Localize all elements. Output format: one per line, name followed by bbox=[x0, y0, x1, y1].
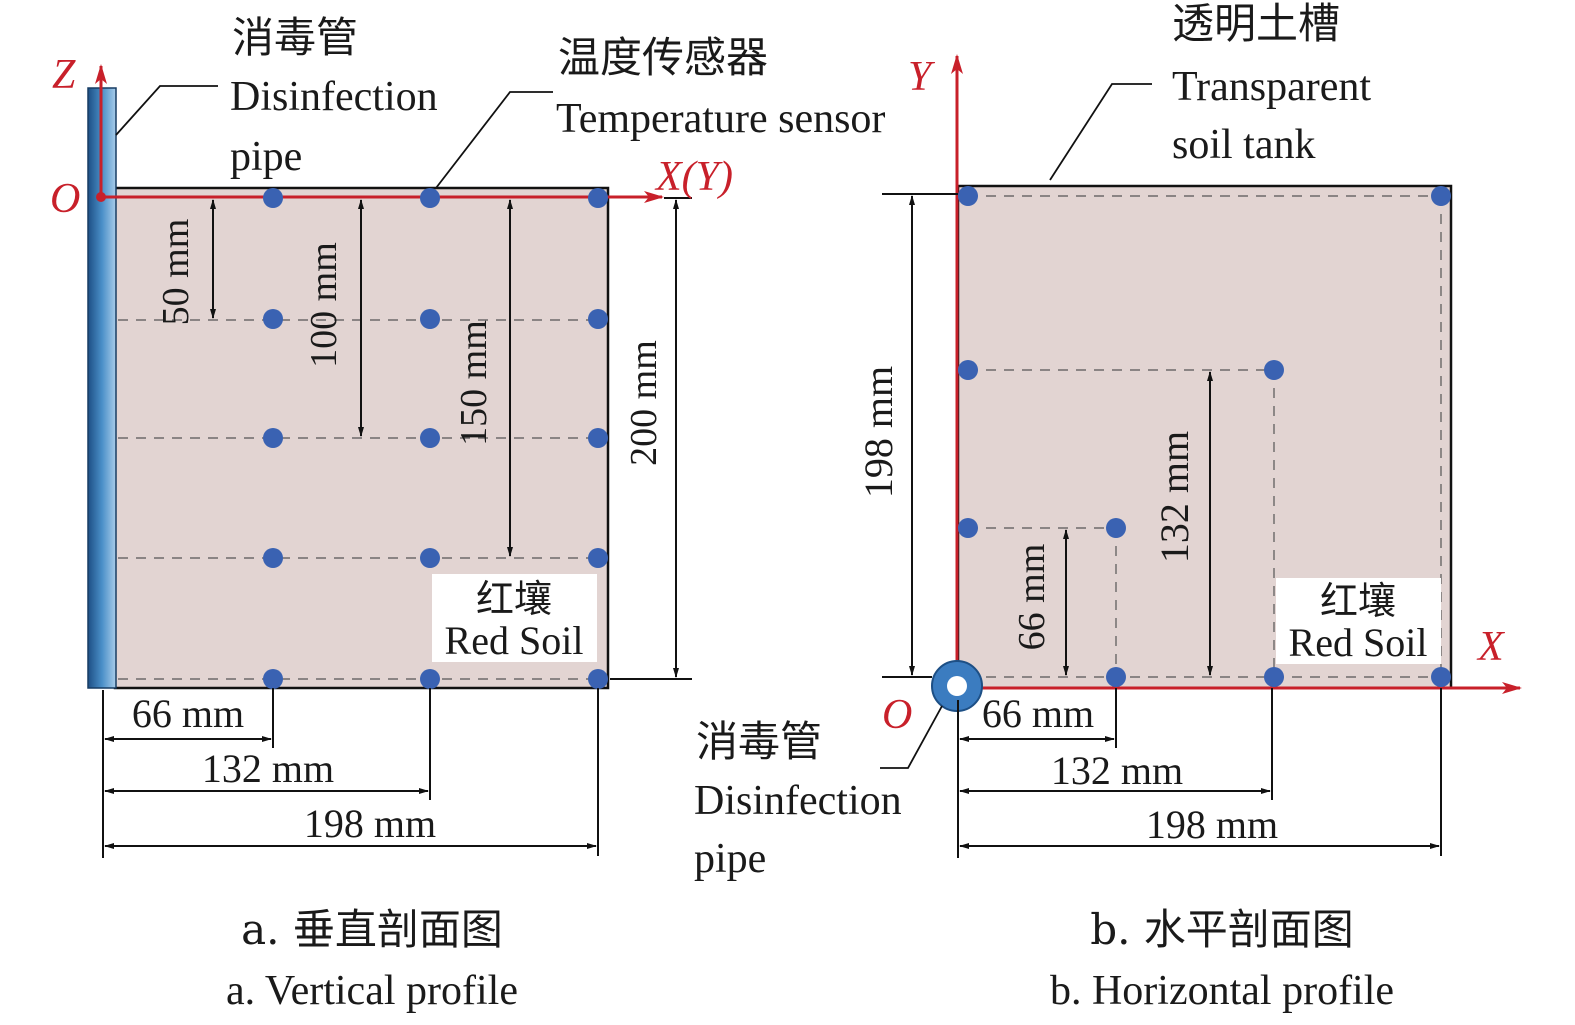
sensor bbox=[588, 188, 608, 208]
horizontal-sensors bbox=[958, 186, 1451, 687]
sensor bbox=[1264, 667, 1284, 687]
pipe-label-en2-h: pipe bbox=[694, 836, 766, 882]
soil-label-en-horizontal: Red Soil bbox=[1289, 620, 1428, 665]
dim-label-132v: 132 mm bbox=[1152, 431, 1197, 563]
pipe-label-en2: pipe bbox=[230, 134, 302, 180]
axis-xy-label: X(Y) bbox=[654, 154, 733, 200]
sensor-label-cn: 温度传感器 bbox=[558, 33, 768, 82]
sensor bbox=[588, 669, 608, 689]
dim-label-198-h: 198 mm bbox=[1146, 802, 1278, 847]
dim-label-66: 66 mm bbox=[132, 691, 244, 736]
sensor bbox=[1431, 186, 1451, 206]
sensor bbox=[958, 186, 978, 206]
sensor bbox=[263, 669, 283, 689]
horizontal-profile bbox=[880, 54, 1522, 858]
sensor bbox=[420, 309, 440, 329]
axis-y-label: Y bbox=[908, 54, 936, 100]
sensor-leader bbox=[435, 91, 553, 189]
sensor bbox=[588, 428, 608, 448]
tank-leader bbox=[1049, 83, 1152, 181]
vertical-profile bbox=[87, 64, 692, 858]
sensor bbox=[1431, 667, 1451, 687]
sensor bbox=[588, 309, 608, 329]
dim-label-198v: 198 mm bbox=[856, 366, 901, 498]
dim-label-132-h: 132 mm bbox=[1051, 748, 1183, 793]
sensor bbox=[263, 309, 283, 329]
sensor-label-en: Temperature sensor bbox=[556, 96, 885, 142]
sensor bbox=[420, 548, 440, 568]
pipe-label-cn: 消毒管 bbox=[232, 13, 358, 62]
sensor bbox=[1264, 360, 1284, 380]
dim-label-66v: 66 mm bbox=[1011, 544, 1053, 651]
sensor bbox=[958, 518, 978, 538]
pipe-label-en1: Disinfection bbox=[230, 74, 438, 120]
tank-label-cn: 透明土槽 bbox=[1172, 0, 1340, 48]
tank-label-en2: soil tank bbox=[1172, 122, 1316, 168]
sensor bbox=[1106, 667, 1126, 687]
sensor bbox=[958, 360, 978, 380]
pipe-label-en1-h: Disinfection bbox=[694, 778, 902, 824]
dim-label-150: 150 mm bbox=[453, 320, 495, 446]
soil-label-cn-vertical: 红壤 bbox=[476, 577, 552, 621]
sensor bbox=[420, 428, 440, 448]
dim-label-50: 50 mm bbox=[155, 219, 197, 326]
sensor bbox=[1106, 518, 1126, 538]
sensor bbox=[263, 548, 283, 568]
sensor bbox=[420, 669, 440, 689]
axis-x-label: X bbox=[1476, 624, 1506, 670]
sensor bbox=[420, 188, 440, 208]
soil-label-box-vertical bbox=[432, 574, 597, 662]
caption-cn-vertical: a. 垂直剖面图 bbox=[241, 905, 503, 954]
sensor bbox=[588, 548, 608, 568]
caption-cn-horizontal: b. 水平剖面图 bbox=[1090, 905, 1354, 954]
dim-label-66-h: 66 mm bbox=[982, 691, 1094, 736]
axis-z-label: Z bbox=[52, 52, 76, 98]
tank-label-en1: Transparent bbox=[1172, 64, 1371, 110]
sensor bbox=[263, 188, 283, 208]
soil-label-en-vertical: Red Soil bbox=[445, 618, 584, 663]
pipe-label-cn-h: 消毒管 bbox=[696, 717, 822, 766]
dim-label-100: 100 mm bbox=[303, 242, 345, 368]
sensor bbox=[263, 428, 283, 448]
pipe-bore bbox=[947, 676, 967, 696]
soil-label-box-horizontal bbox=[1276, 578, 1441, 664]
origin-label-vertical: O bbox=[50, 176, 80, 222]
origin-dot-vertical bbox=[96, 192, 106, 202]
dim-label-198: 198 mm bbox=[304, 801, 436, 846]
caption-en-horizontal: b. Horizontal profile bbox=[1050, 968, 1394, 1014]
soil-label-cn-horizontal: 红壤 bbox=[1320, 579, 1396, 623]
dim-label-132: 132 mm bbox=[202, 746, 334, 791]
pipe-leader bbox=[115, 85, 218, 136]
dim-label-200: 200 mm bbox=[623, 340, 665, 466]
origin-label-horizontal: O bbox=[882, 692, 912, 738]
pipe-leader-h bbox=[880, 705, 943, 769]
vertical-sensors bbox=[263, 188, 608, 689]
caption-en-vertical: a. Vertical profile bbox=[226, 968, 518, 1014]
